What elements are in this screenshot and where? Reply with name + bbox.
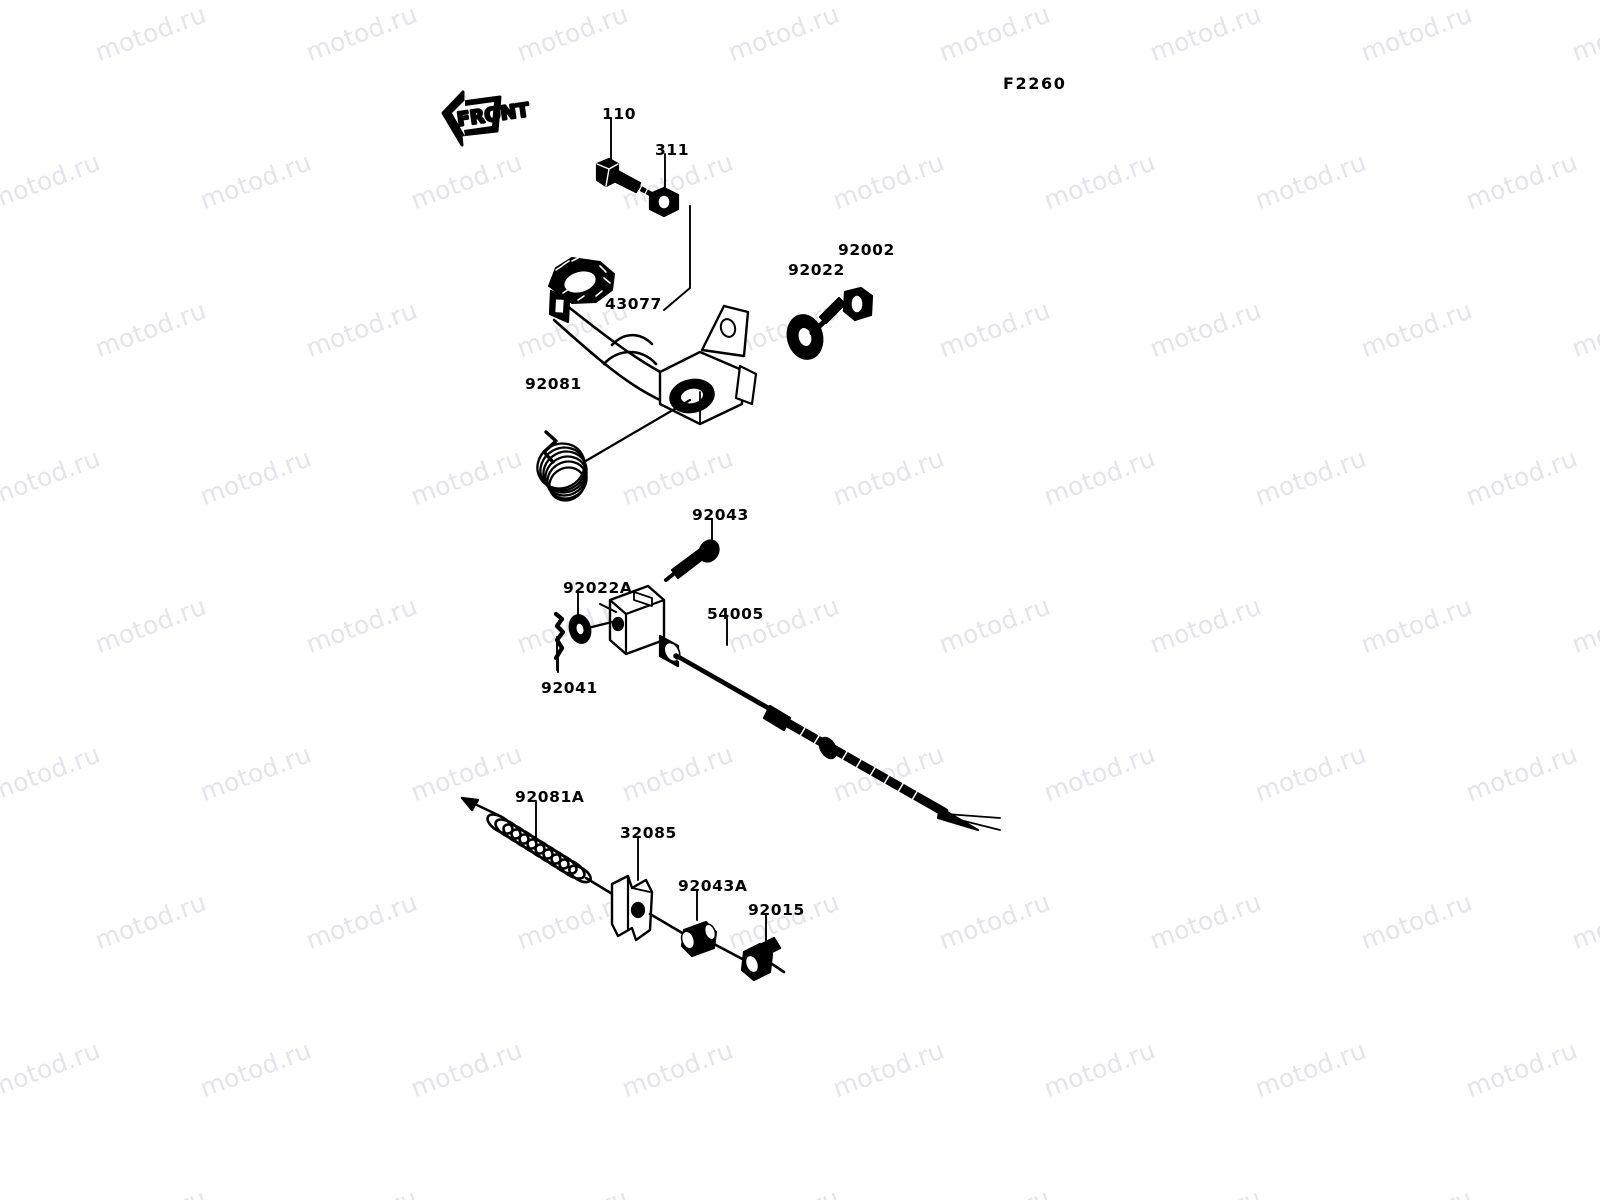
part-92043-pin xyxy=(664,539,720,582)
part-label-92022: 92022 xyxy=(788,261,845,279)
part-label-43077: 43077 xyxy=(605,295,662,313)
part-54005-brake-cable xyxy=(586,584,1001,832)
part-label-311: 311 xyxy=(655,141,690,159)
part-label-110: 110 xyxy=(602,105,637,123)
part-label-92043A: 92043A xyxy=(678,877,748,895)
part-label-32085: 32085 xyxy=(620,824,677,842)
part-label-92022A: 92022A xyxy=(563,579,633,597)
leader-lines-pedal xyxy=(610,117,691,311)
part-32085-bracket xyxy=(610,874,686,942)
part-label-92081: 92081 xyxy=(525,375,582,393)
part-92081-return-spring xyxy=(536,398,692,502)
front-arrow-icon: FRONT xyxy=(441,90,532,147)
part-43077-brake-pedal xyxy=(548,257,758,426)
part-92022A-washer xyxy=(568,614,592,644)
part-92002-bolt xyxy=(809,286,874,336)
part-label-92015: 92015 xyxy=(748,901,805,919)
part-label-92002: 92002 xyxy=(838,241,895,259)
part-label-92041: 92041 xyxy=(541,679,598,697)
part-92041-cotter-pin xyxy=(553,611,566,673)
part-92022-washer xyxy=(786,314,824,360)
part-label-92043: 92043 xyxy=(692,506,749,524)
part-92015-adjusting-nut xyxy=(740,936,786,982)
part-311-nut xyxy=(648,186,680,218)
part-92081A-spring xyxy=(460,796,616,897)
part-label-92081A: 92081A xyxy=(515,788,585,806)
part-92043A-pin xyxy=(680,920,750,964)
part-label-54005: 54005 xyxy=(707,605,764,623)
sheet-code-label: F2260 xyxy=(1003,74,1067,93)
